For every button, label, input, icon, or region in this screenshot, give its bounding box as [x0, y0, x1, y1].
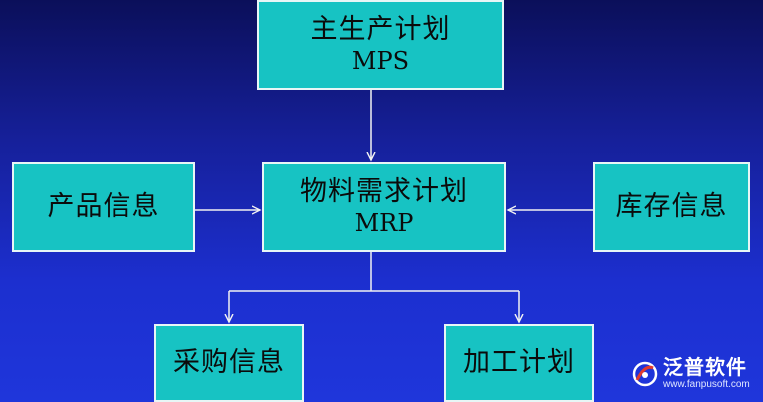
node-purchase-info: 采购信息	[154, 324, 304, 402]
node-purchase-info-label: 采购信息	[173, 347, 285, 378]
watermark: 泛普软件 www.fanpusoft.com	[631, 352, 755, 396]
node-product-info-label: 产品信息	[47, 191, 160, 222]
node-process-plan: 加工计划	[444, 324, 594, 402]
node-mrp-label-cn: 物料需求计划	[300, 176, 468, 207]
node-product-info: 产品信息	[12, 162, 195, 252]
watermark-brand: 泛普软件	[663, 357, 747, 379]
node-mps-label-cn: 主生产计划	[310, 14, 451, 45]
watermark-url: www.fanpusoft.com	[663, 379, 750, 390]
node-inventory-info: 库存信息	[593, 162, 750, 252]
node-mps-label-en: MPS	[351, 47, 410, 75]
node-process-plan-label: 加工计划	[463, 347, 575, 378]
node-inventory-info-label: 库存信息	[615, 191, 728, 222]
fanpu-logo-icon	[632, 361, 658, 387]
node-mrp-label-en: MRP	[354, 209, 414, 237]
node-mps: 主生产计划 MPS	[257, 0, 504, 90]
node-mrp: 物料需求计划 MRP	[262, 162, 506, 252]
